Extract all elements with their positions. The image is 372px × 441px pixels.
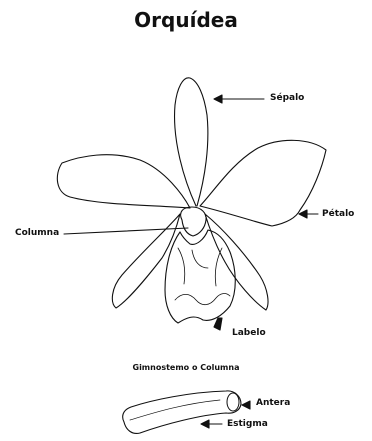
- column-figure-outline: [123, 391, 241, 434]
- label-estigma: Estigma: [227, 419, 268, 429]
- labellum: [165, 230, 235, 323]
- label-labelo: Labelo: [232, 328, 266, 338]
- labellum-ruffle: [175, 294, 230, 305]
- column-figure-heading: Gimnostemo o Columna: [0, 363, 372, 372]
- labellum-inner-left: [178, 248, 185, 284]
- right-lower-sepal: [205, 214, 268, 310]
- labelo-pointer: [214, 318, 222, 330]
- dorsal-sepal: [175, 78, 208, 206]
- columna-leader-line: [64, 228, 188, 234]
- label-sepalo: Sépalo: [270, 93, 304, 103]
- column-body: [181, 207, 207, 236]
- labellum-inner-mid: [192, 250, 208, 268]
- petalo-arrowhead: [299, 210, 307, 218]
- left-petal: [57, 155, 190, 208]
- label-petalo: Pétalo: [322, 209, 354, 219]
- left-lower-sepal: [112, 214, 180, 308]
- estigma-arrowhead: [201, 420, 209, 428]
- label-columna: Columna: [15, 228, 59, 238]
- anther-tip: [227, 393, 239, 411]
- antera-arrowhead: [242, 401, 250, 409]
- label-antera: Antera: [256, 398, 290, 408]
- sepalo-arrowhead: [214, 95, 222, 103]
